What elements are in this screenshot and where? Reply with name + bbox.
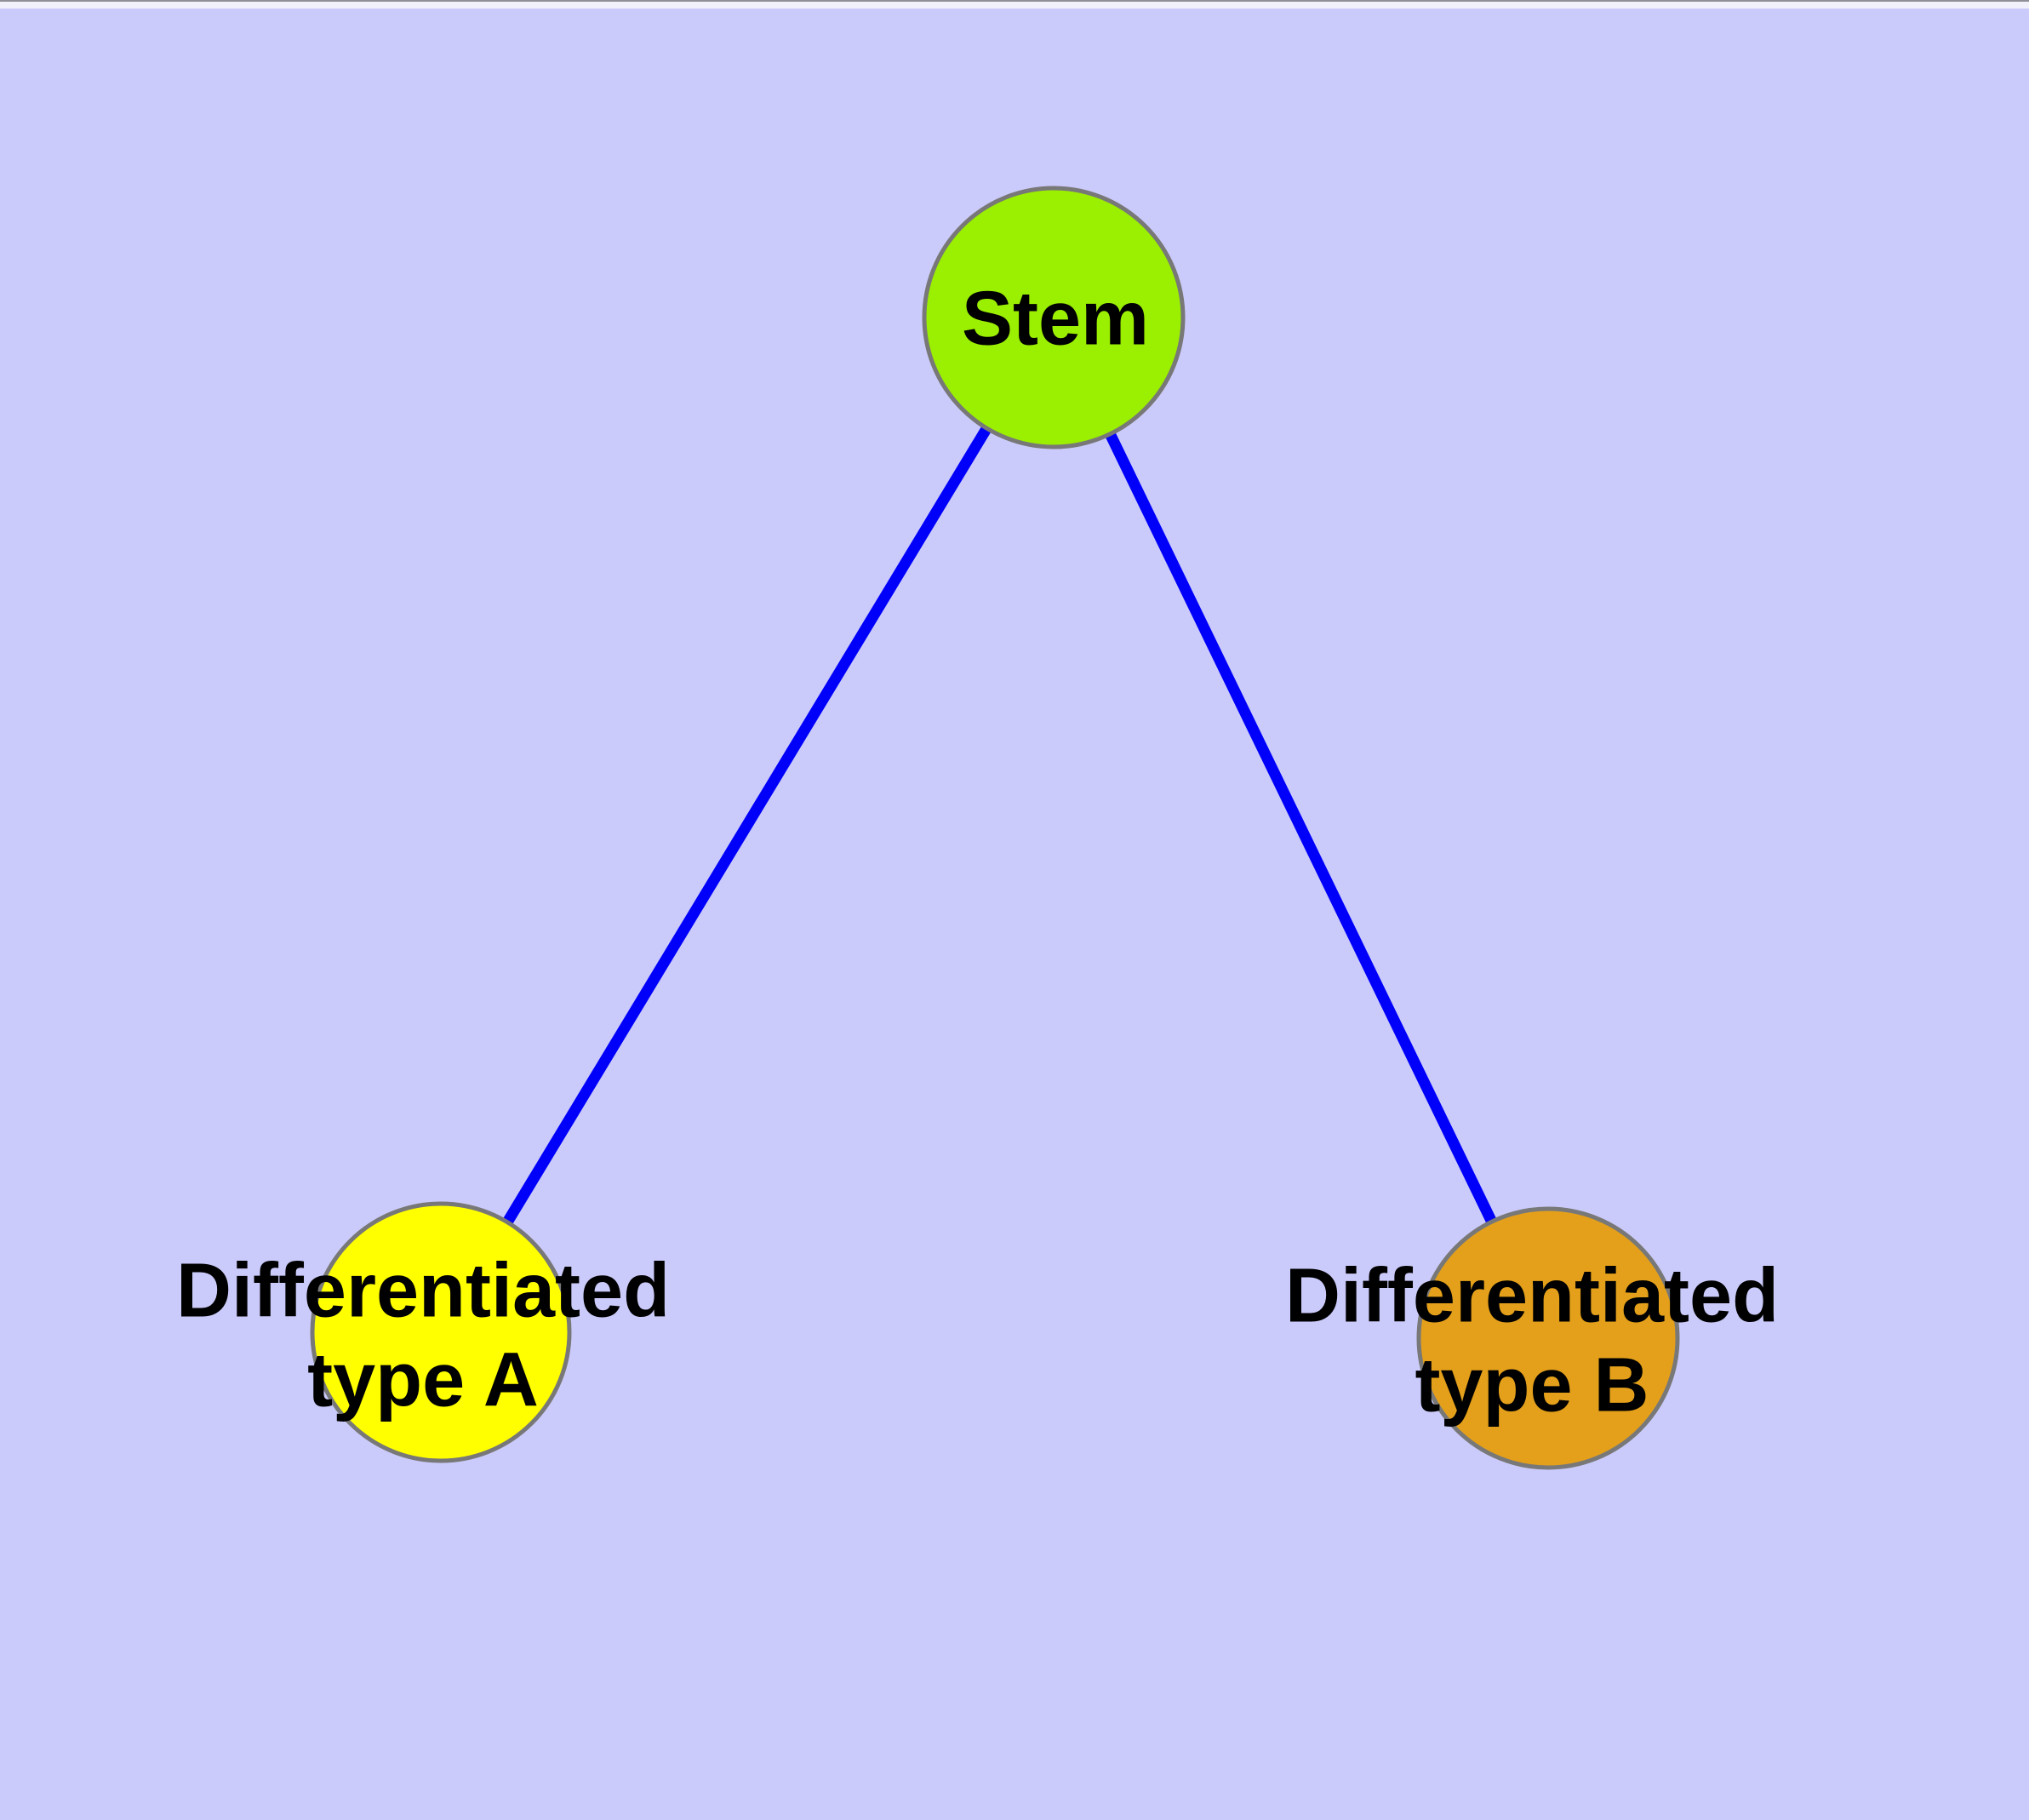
node-differentiated-type-b-label-line1: Differentiated [1284,1253,1780,1339]
edge-stem-to-type-a [436,314,1059,1336]
node-differentiated-type-b-label: Differentiated type B [1285,1252,1779,1432]
node-stem-label: Stem [961,276,1150,362]
node-stem-circle [922,186,1186,449]
node-differentiated-type-b-label-line2: type B [1415,1343,1649,1428]
edge-stem-to-type-b [1049,315,1553,1341]
window-top-edge [0,0,2029,9]
node-differentiated-type-a-label-line2: type A [307,1338,539,1423]
node-differentiated-type-b-circle [1416,1206,1680,1470]
node-differentiated-type-a-label: Differentiated type A [176,1247,670,1427]
node-differentiated-type-a-label-line1: Differentiated [175,1248,671,1334]
node-differentiated-type-a-circle [310,1201,572,1463]
